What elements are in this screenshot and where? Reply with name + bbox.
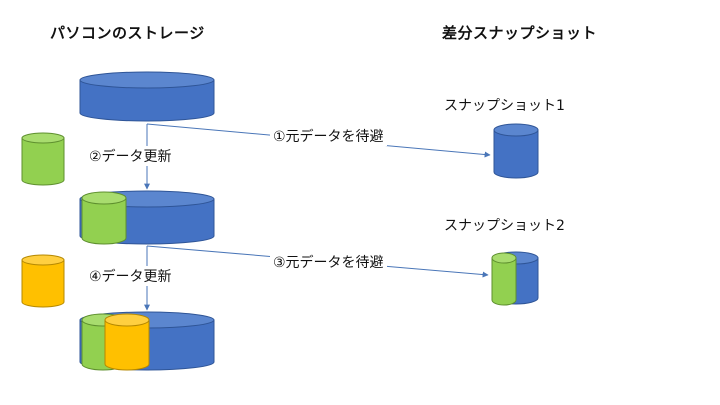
snapshot-1-cylinder [493,123,539,179]
new-data-yellow-cylinder [21,254,65,308]
step1-label: ①元データを待避 [270,126,387,146]
snapshot-2-cylinder [491,251,539,306]
storage-disk-2 [79,190,215,245]
storage-disk-1 [79,71,215,122]
storage-title: パソコンのストレージ [50,24,205,42]
new-data-green-cylinder [21,132,65,186]
step3-label: ③元データを待避 [270,252,387,272]
storage-disk-3 [79,311,215,371]
diff-snapshot-title: 差分スナップショット [442,24,598,42]
snapshot-2-label: スナップショット2 [444,218,565,234]
step4-label: ④データ更新 [86,266,175,286]
step2-label: ②データ更新 [86,146,175,166]
snapshot-1-label: スナップショット1 [444,98,565,114]
